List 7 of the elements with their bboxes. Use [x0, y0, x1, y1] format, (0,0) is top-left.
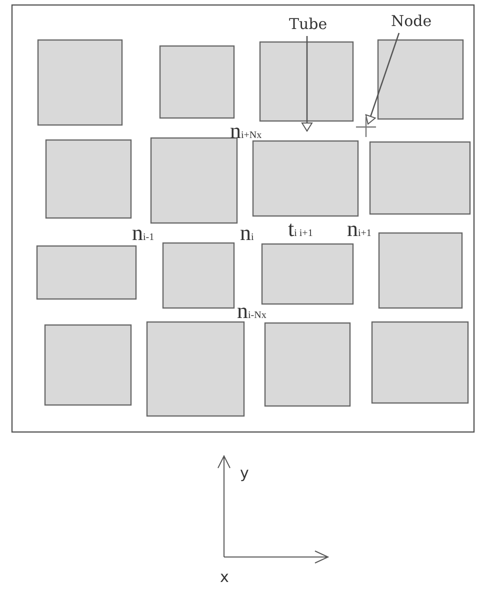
node-label: Node [391, 14, 435, 32]
axis-label: x [220, 570, 229, 585]
node-cross-mark [356, 117, 376, 137]
leader-arrow [302, 36, 312, 132]
tube-label: Tube [289, 17, 325, 35]
leader-arrow [365, 32, 400, 124]
axis-label: y [240, 466, 249, 481]
